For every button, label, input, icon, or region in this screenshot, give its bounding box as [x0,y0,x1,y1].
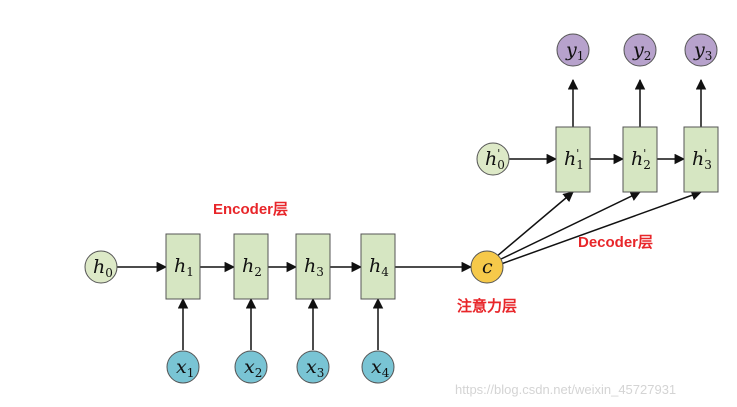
edge-c-dec-h3 [500,190,702,265]
node-y2: y2 [623,33,657,67]
node-enc-h4: h4 [360,233,396,300]
edge-c-dec-h2 [498,191,641,261]
node-enc-h1: h1 [165,233,201,300]
node-h0: h0 [84,250,118,284]
attention-label: 注意力层 [457,297,517,315]
svg-text:h3: h3 [304,255,324,279]
svg-text:h'0: h'0 [485,147,505,172]
edges [117,78,707,350]
node-x2: x2 [234,350,268,384]
svg-text:h'1: h'1 [564,147,584,172]
svg-text:h'2: h'2 [631,147,651,172]
svg-text:y1: y1 [565,39,584,63]
svg-text:h4: h4 [369,255,389,279]
svg-text:x2: x2 [244,356,262,380]
node-x4: x4 [361,350,395,384]
node-x3: x3 [296,350,330,384]
decoder-label: Decoder层 [578,234,653,251]
encoder-label: Encoder层 [213,201,288,218]
svg-text:x4: x4 [371,356,390,380]
node-context-c: c [470,250,504,284]
node-enc-h2: h2 [233,233,269,300]
node-x1: x1 [166,350,200,384]
svg-text:h1: h1 [174,255,194,279]
svg-text:x3: x3 [306,356,324,380]
node-y3: y3 [684,33,718,67]
svg-text:y3: y3 [693,39,712,63]
node-dec-h1: h'1 [555,126,591,193]
node-y1: y1 [556,33,590,67]
edge-c-dec-h1 [495,191,574,258]
node-dec-h2: h'2 [622,126,658,193]
svg-text:y2: y2 [632,39,651,63]
node-dec-h0: h'0 [476,142,510,176]
svg-text:h0: h0 [93,256,113,280]
svg-text:x1: x1 [176,356,194,380]
svg-text:h2: h2 [242,255,262,279]
watermark: https://blog.csdn.net/weixin_45727931 [455,382,676,397]
node-enc-h3: h3 [295,233,331,300]
svg-text:h'3: h'3 [692,147,712,172]
node-dec-h3: h'3 [683,126,719,193]
svg-text:c: c [482,256,493,278]
